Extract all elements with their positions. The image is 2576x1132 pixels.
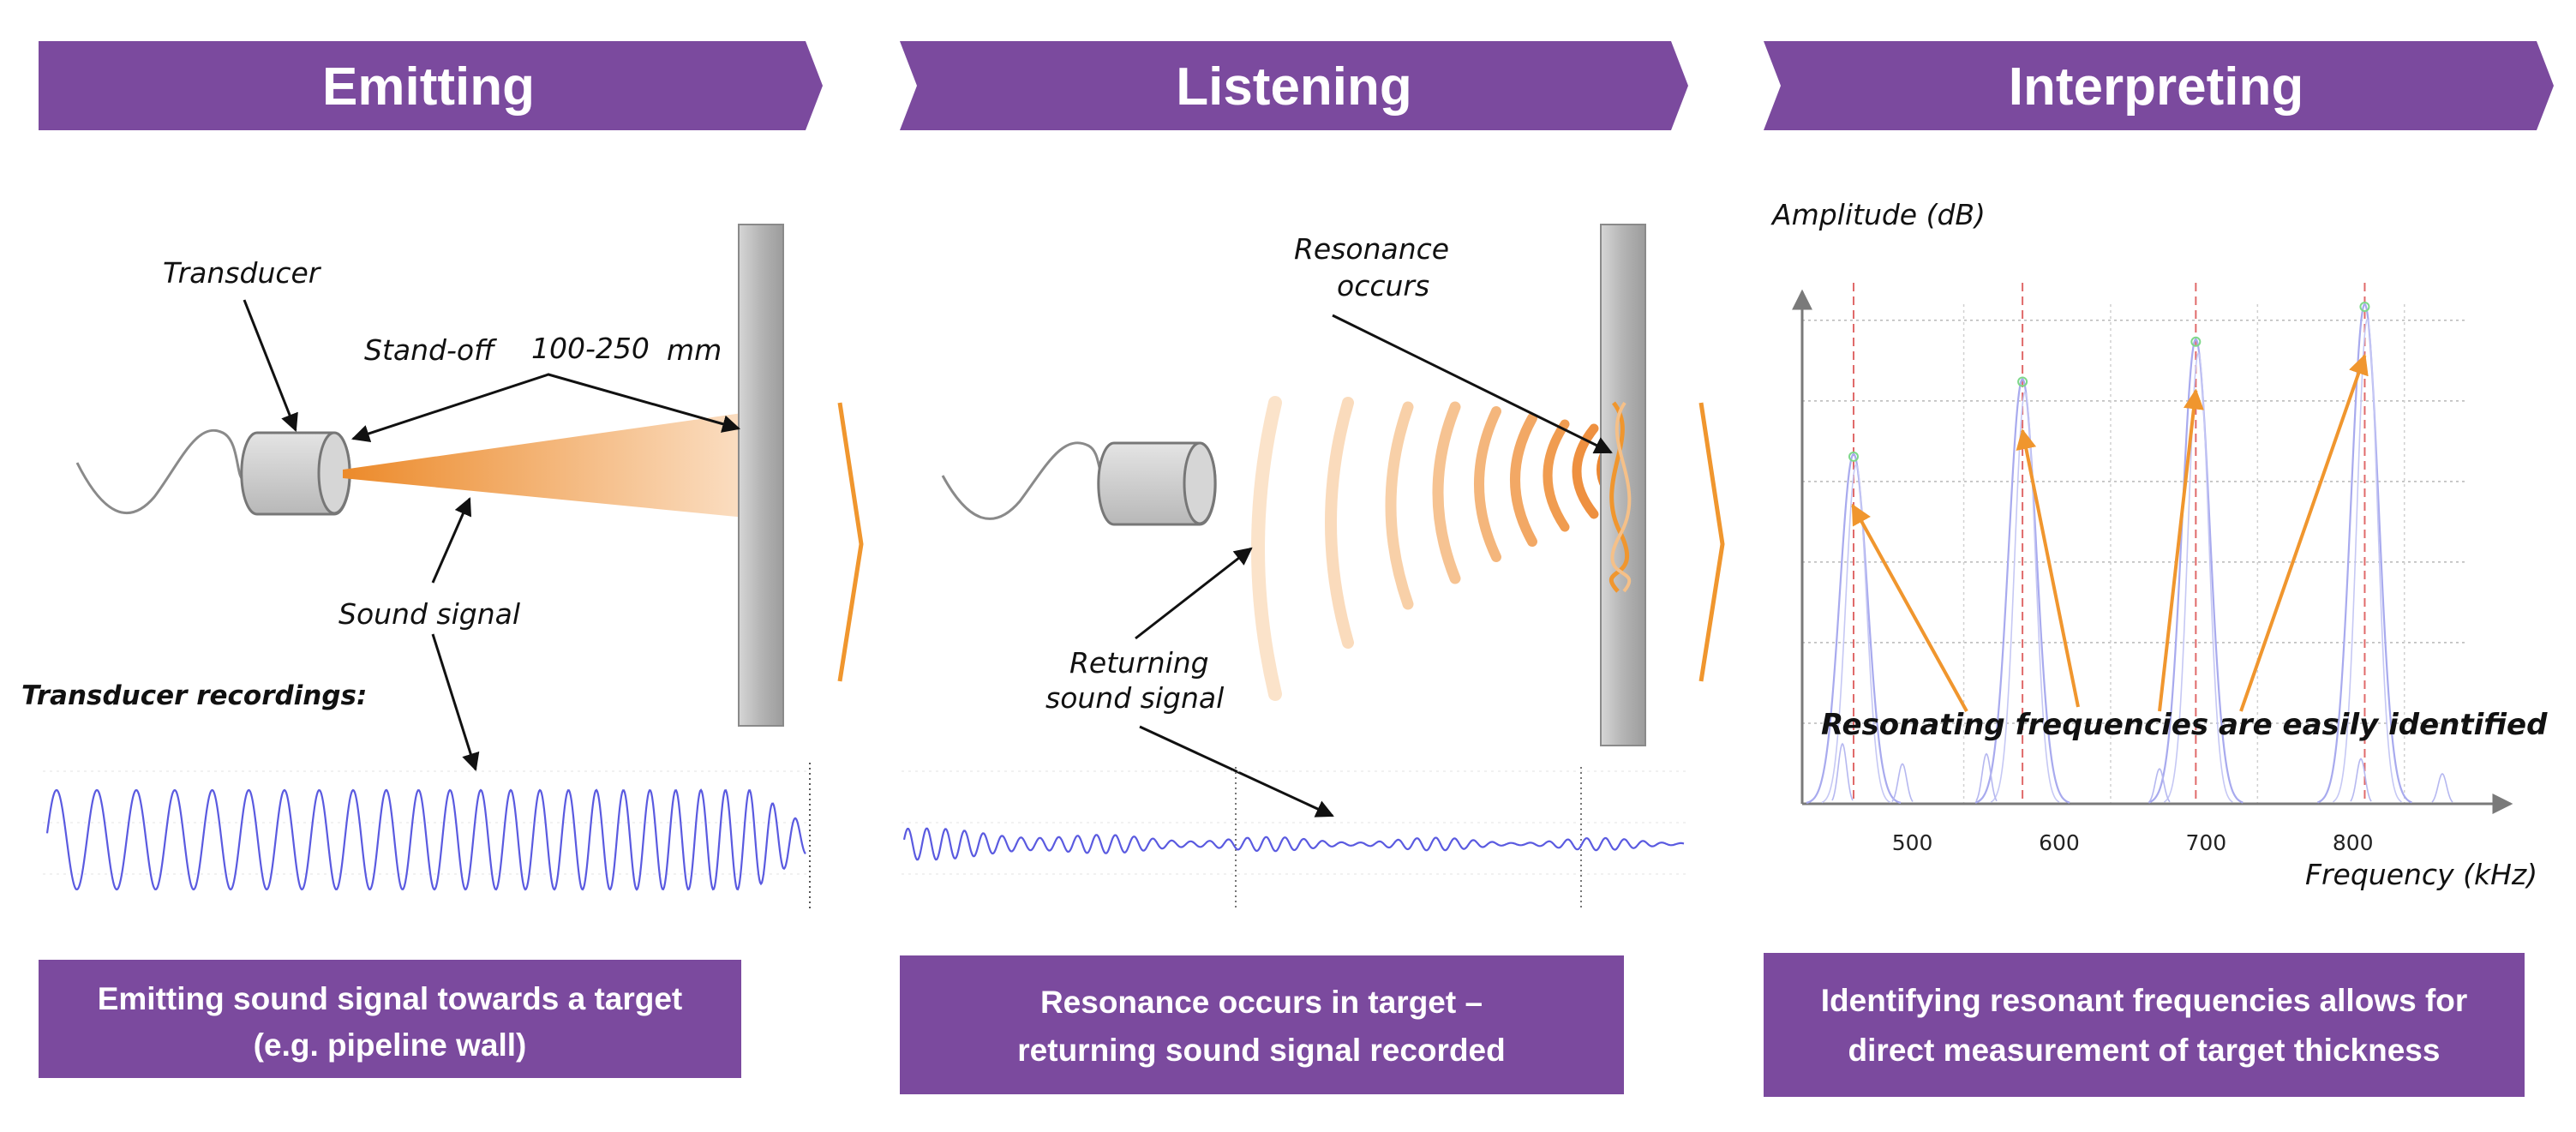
annotation-arrow <box>2158 388 2204 712</box>
peak-point <box>2017 376 2028 387</box>
chart-grid <box>1802 304 2468 804</box>
sound-arc <box>1572 423 1599 519</box>
spectrum-peak <box>1990 390 2060 803</box>
cable-icon <box>75 429 245 514</box>
caption-listening-line1: Resonance occurs in target – <box>1040 985 1483 1020</box>
sound-signal-label: Sound signal <box>338 597 520 631</box>
transducer-icon <box>1097 441 1217 526</box>
spectrum-peak <box>2148 338 2244 804</box>
peak-point <box>2190 336 2202 347</box>
y-axis-label: Amplitude (dB) <box>1770 198 1986 231</box>
sound-arc <box>1251 396 1282 701</box>
pipe-wall-icon <box>738 224 784 727</box>
peak-point <box>1848 451 1859 462</box>
spectrum-noise <box>1975 752 1998 802</box>
spectrum-noise <box>1831 742 1854 801</box>
x-tick-label: 600 <box>2039 830 2080 855</box>
sound-arc <box>1474 406 1501 562</box>
annotation-arrow <box>2016 428 2080 708</box>
banner-title-listening: Listening <box>1176 57 1412 117</box>
chevron-icon <box>837 402 864 682</box>
listening-panel: Resonance occurs Returning sound signal <box>902 224 1688 908</box>
standoff-unit: mm <box>667 333 722 367</box>
interpreting-panel: Amplitude (dB) 500 600 700 800 Frequency (k… <box>1770 198 2548 891</box>
x-tick-labels: 500 600 700 800 <box>1892 830 2374 855</box>
spectrum-peak <box>1821 463 1891 804</box>
spectrum-noise <box>1891 763 1914 802</box>
spectrum-peak <box>2163 351 2233 803</box>
returning-label-line1: Returning <box>1069 646 1209 680</box>
recordings-label: Transducer recordings: <box>21 680 367 711</box>
banner-interpreting: Interpreting <box>1764 41 2554 130</box>
caption-emitting-line2: (e.g. pipeline wall) <box>254 1027 527 1063</box>
x-tick-label: 800 <box>2333 830 2374 855</box>
sound-arc <box>1432 401 1461 584</box>
sound-arc <box>1325 397 1354 649</box>
banner-emitting: Emitting <box>39 41 823 130</box>
standoff-label: Stand-off <box>364 333 497 367</box>
listening-recording <box>902 767 1688 908</box>
returning-sound-arcs <box>1251 396 1622 701</box>
x-tick-label: 700 <box>2185 830 2226 855</box>
standoff-arrow <box>351 373 741 443</box>
chevron-icon <box>1698 402 1725 682</box>
banner-title-interpreting: Interpreting <box>2009 57 2303 117</box>
caption-interpreting-line1: Identifying resonant frequencies allows … <box>1821 983 2468 1018</box>
banner-listening: Listening <box>900 41 1688 130</box>
spectrum-peak <box>2317 302 2412 804</box>
banner-title-emitting: Emitting <box>322 57 535 117</box>
resonance-label-line1: Resonance <box>1294 232 1449 266</box>
sound-arc <box>1510 413 1537 547</box>
caption-emitting: Emitting sound signal towards a target (… <box>39 960 741 1078</box>
annotation-arrow <box>2239 353 2369 712</box>
resonance-wave <box>1610 401 1632 593</box>
returning-label-line2: sound signal <box>1045 681 1224 715</box>
caption-interpreting: Identifying resonant frequencies allows … <box>1764 953 2525 1097</box>
annotation-arrows <box>1851 353 2369 712</box>
peak-point <box>2359 302 2370 312</box>
spectrum-noise <box>2148 768 2171 803</box>
emitting-recording <box>43 763 811 910</box>
caption-interpreting-line2: direct measurement of target thickness <box>1848 1033 2441 1068</box>
spectrum-peak <box>1806 452 1902 804</box>
sound-arc <box>1385 401 1414 610</box>
pipe-wall-icon <box>1600 224 1646 746</box>
returning-waveform <box>902 827 1685 861</box>
annotation-arrow <box>1851 503 1968 712</box>
resonance-wave <box>1609 401 1630 593</box>
caption-listening-line2: returning sound signal recorded <box>1017 1033 1505 1068</box>
resonance-label-line2: occurs <box>1337 269 1429 302</box>
emitted-waveform <box>45 788 806 891</box>
standoff-value: 100-250 <box>531 332 650 365</box>
spectrum-series <box>1806 283 2453 804</box>
spectrum-noise <box>2431 773 2453 803</box>
sound-beam <box>343 411 754 518</box>
emitting-panel: Transducer Stand-off 100-250 mm Sound si… <box>21 224 811 910</box>
transducer-label: Transducer <box>163 256 322 290</box>
caption-listening: Resonance occurs in target – returning s… <box>900 955 1624 1094</box>
x-tick-label: 500 <box>1892 830 1933 855</box>
sound-arc <box>1543 419 1570 532</box>
chart-annotation: Resonating frequencies are easily identi… <box>1821 708 2548 742</box>
spectrum-noise <box>2350 758 2372 802</box>
caption-emitting-line1: Emitting sound signal towards a target <box>98 981 683 1016</box>
x-axis-label: Frequency (kHz) <box>2305 858 2537 891</box>
spectrum-peak <box>2332 317 2402 803</box>
cable-icon <box>941 441 1106 520</box>
transducer-icon <box>240 431 351 516</box>
